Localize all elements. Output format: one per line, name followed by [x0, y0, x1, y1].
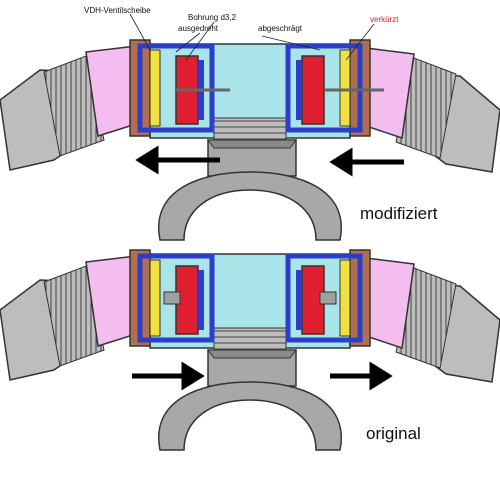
flow-arrow-left-1 — [135, 145, 220, 175]
label-valve-disc: VDH-Ventilscheibe — [84, 6, 151, 15]
label-shortened: verkürzt — [370, 15, 399, 24]
assembly-original — [0, 250, 500, 450]
label-bore: Bohrung d3,2 — [188, 13, 237, 22]
leader-lines — [129, 13, 375, 61]
flow-arrow-right-2 — [330, 361, 393, 391]
assembly-modified — [0, 13, 500, 240]
flow-arrow-left-2 — [329, 147, 404, 177]
label-turned: ausgedreht — [178, 24, 219, 33]
caption-modified: modifiziert — [360, 204, 438, 223]
spring-rod-left — [163, 291, 181, 305]
caption-original: original — [366, 424, 421, 443]
flow-arrow-right-1 — [132, 361, 205, 391]
label-bevelled: abgeschrägt — [258, 24, 303, 33]
spring-rod-right — [319, 291, 337, 305]
